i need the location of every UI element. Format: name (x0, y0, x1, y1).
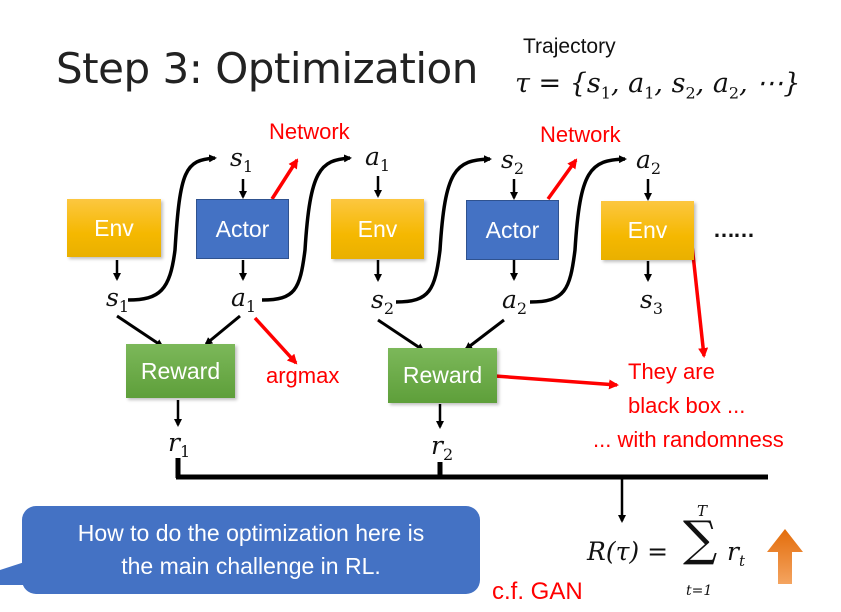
env-box-3: Env (601, 201, 694, 260)
blackbox-line-1: They are (628, 359, 715, 384)
s2-curve-arrow (395, 155, 492, 304)
s2-to-reward2-arrow (377, 318, 425, 352)
blackbox-line-2: black box ... (628, 393, 746, 418)
argmax-label: argmax (266, 363, 340, 388)
network-label-1: Network (269, 119, 350, 144)
callout-line-2: the main challenge in RL. (121, 553, 381, 579)
sum-term: rt (727, 537, 745, 570)
var-s3-bottom: s3 (640, 285, 664, 318)
env-box-2: Env (331, 199, 424, 259)
increase-arrow-icon (767, 529, 803, 584)
page-title: Step 3: Optimization (56, 44, 478, 93)
var-a1-bottom: a1 (231, 283, 257, 316)
var-s2-top: s2 (501, 145, 525, 178)
flow-arrows (113, 176, 652, 523)
sum-bracket (175, 458, 768, 480)
a1-to-reward1-arrow (204, 314, 241, 346)
a2-to-reward2-arrow (464, 318, 505, 351)
argmax-arrow (253, 316, 298, 365)
blackbox-line-3: ... with randomness (593, 427, 784, 452)
var-s1-top: s1 (230, 143, 254, 176)
reward-blackbox-arrow (494, 374, 619, 390)
callout-line-1: How to do the optimization here is (77, 519, 425, 546)
a1-curve-arrow (261, 154, 352, 302)
return-lhs: R(τ) = (587, 537, 669, 566)
trajectory-label: Trajectory (523, 35, 616, 58)
sum-symbol: ∑ (683, 511, 718, 567)
actor-box-2: Actor (466, 200, 559, 260)
var-s2-bottom: s2 (371, 285, 395, 318)
actor-box-1: Actor (196, 199, 289, 259)
s1-curve-arrow (127, 154, 217, 302)
network-label-2: Network (540, 122, 621, 147)
var-a2-bottom: a2 (502, 285, 528, 318)
reward-box-1: Reward (126, 344, 235, 398)
reward-box-2: Reward (388, 348, 497, 403)
trajectory-formula: τ = {s1, a1, s2, a2, ⋯} (515, 68, 801, 103)
var-a2-top: a2 (636, 145, 662, 178)
cf-gan-label: c.f. GAN (492, 578, 583, 605)
network1-arrow (270, 158, 299, 200)
callout-bubble: How to do the optimization here is the m… (22, 506, 480, 594)
s1-to-reward1-arrow (116, 314, 164, 348)
sum-lower-limit: t=1 (686, 583, 713, 599)
var-s1-bottom: s1 (106, 283, 130, 316)
var-a1-top: a1 (365, 142, 391, 175)
sum-upper-limit: T (697, 502, 708, 520)
a2-curve-arrow (529, 155, 627, 304)
env-box-1: Env (67, 199, 161, 257)
network2-arrow (546, 158, 578, 201)
var-r2: r2 (431, 431, 454, 464)
var-r1: r1 (168, 428, 191, 461)
continuation-ellipsis: …… (713, 217, 755, 242)
